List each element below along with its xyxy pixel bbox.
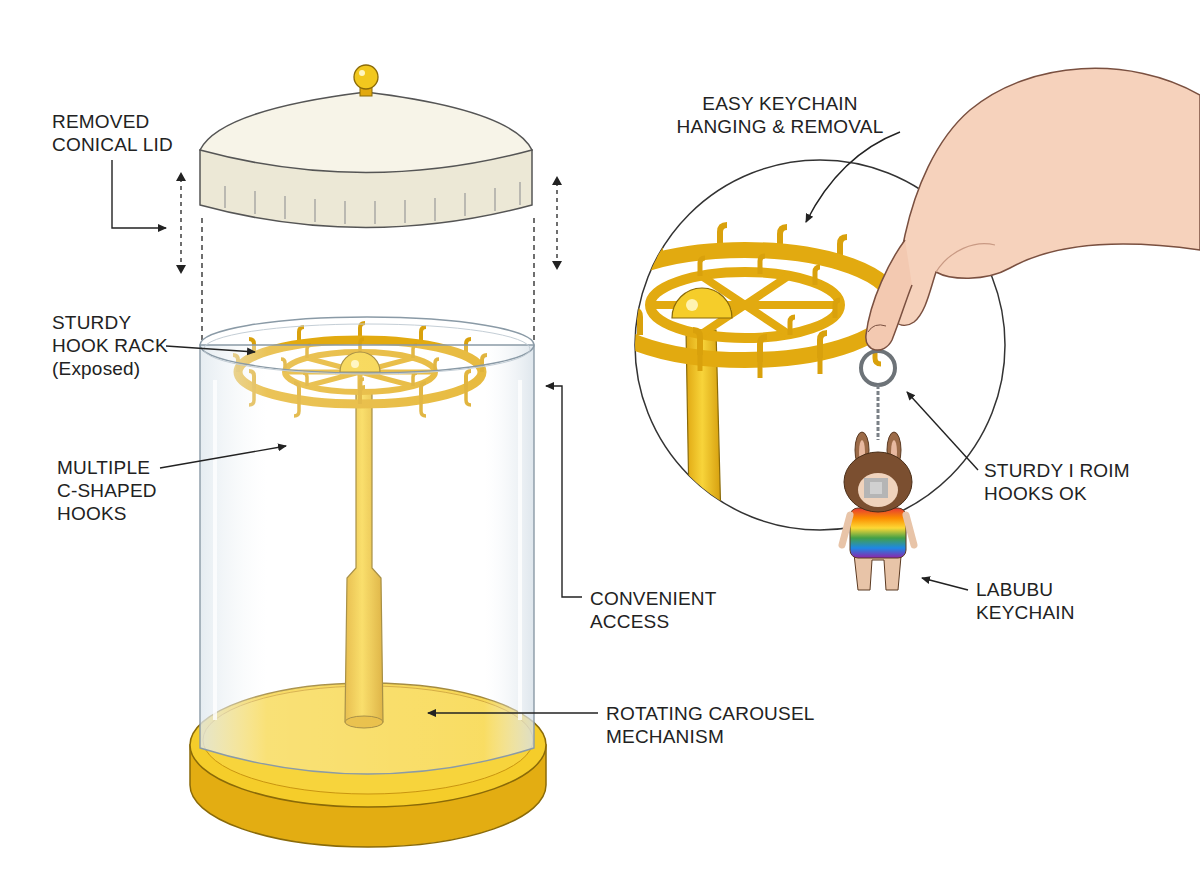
guide-lines — [176, 172, 562, 340]
labubu-keychain — [842, 351, 914, 590]
callout-label: STURDY HOOK RACK (Exposed) — [52, 311, 172, 380]
conical-lid — [200, 65, 532, 228]
callout-label: LABUBU KEYCHAIN — [976, 578, 1091, 624]
callout-label: EASY KEYCHAIN HANGING & REMOVAL — [665, 92, 895, 138]
callout-label: ROTATING CAROUSEL MECHANISM — [606, 702, 856, 748]
callout-label: STURDY I ROIM HOOKS OK — [984, 459, 1154, 505]
callout-label: CONVENIENT ACCESS — [590, 587, 750, 633]
callout-label: REMOVED CONICAL LID — [52, 110, 192, 156]
glass-jar — [200, 317, 534, 774]
callout-label: MULTIPLE C-SHAPED HOOKS — [57, 456, 163, 525]
leader-lines — [112, 132, 978, 713]
hand — [866, 68, 1200, 350]
